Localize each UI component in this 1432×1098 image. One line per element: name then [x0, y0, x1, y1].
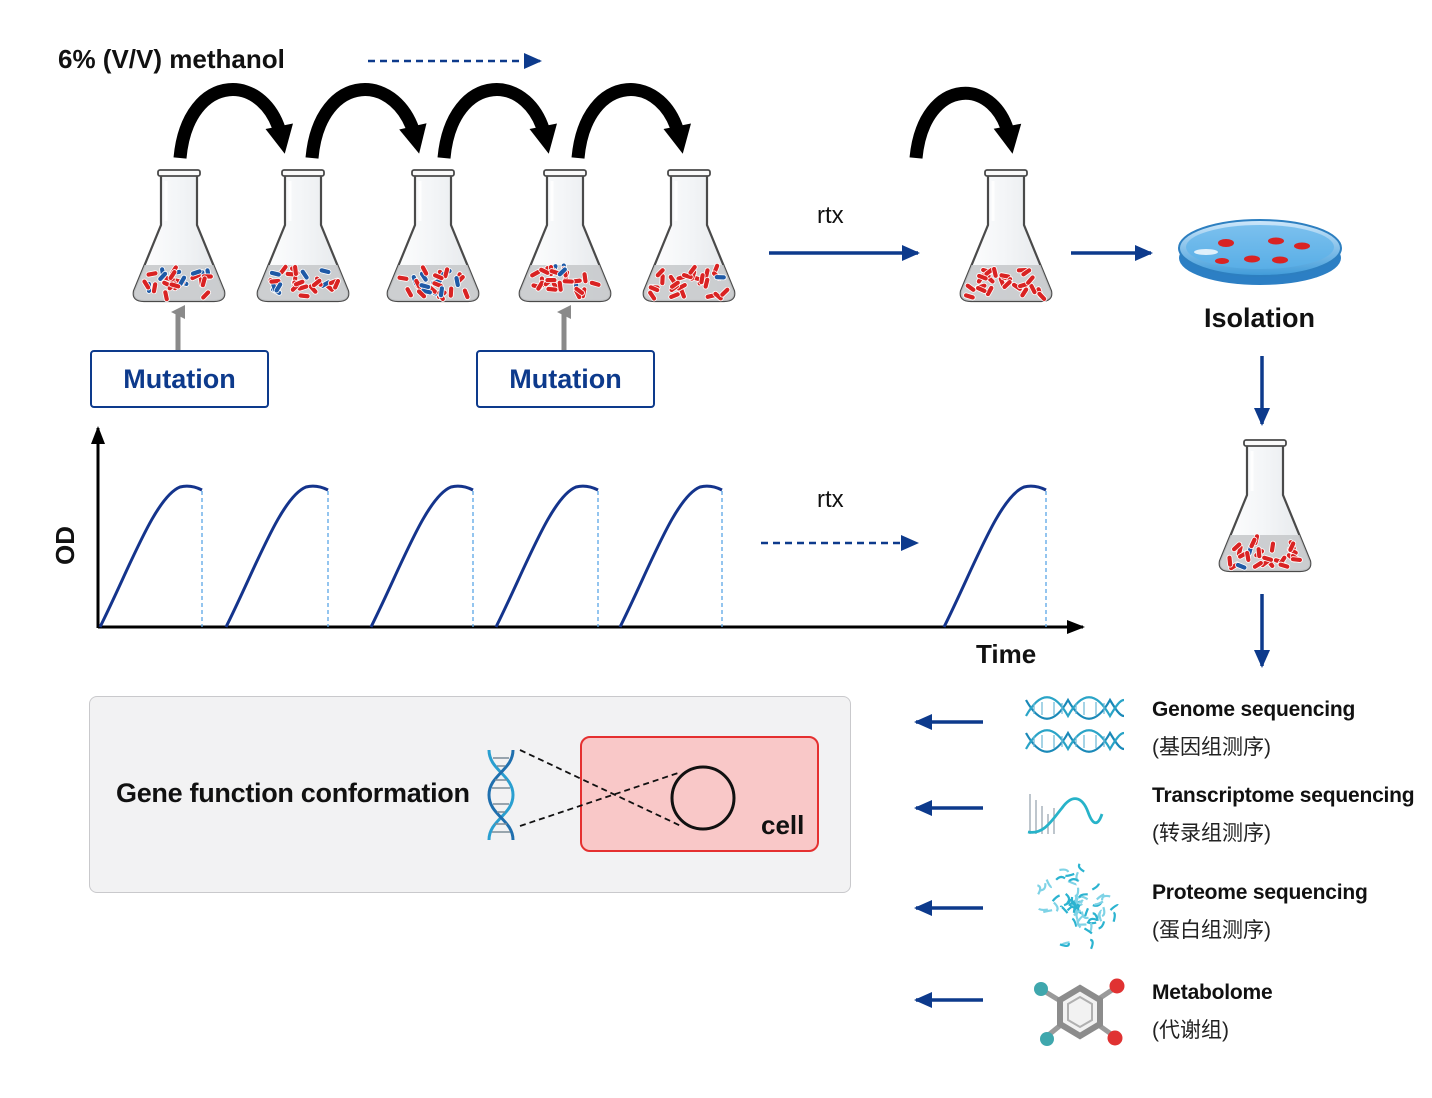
omics-subtitle-metabolome: (代谢组) — [1152, 1019, 1229, 1042]
omics-subtitle-transcriptome: (转录组测序) — [1152, 822, 1271, 845]
omics-arrows — [914, 714, 983, 1008]
transfer-arc-5 — [909, 86, 1022, 159]
omics-subtitle-genome: (基因组测序) — [1152, 736, 1271, 759]
growth-curves — [98, 484, 1047, 628]
omics-subtitle-proteome: (蛋白组测序) — [1152, 919, 1271, 942]
methanol-label: 6% (V/V) methanol — [58, 44, 285, 74]
gene-function-title: Gene function conformation — [116, 778, 470, 808]
molecule-icon — [1034, 978, 1125, 1046]
flask-4 — [518, 169, 612, 303]
rtx-label-top: rtx — [817, 202, 844, 229]
flask-3 — [386, 169, 480, 303]
cell-label: cell — [761, 810, 805, 840]
flask-6 — [959, 169, 1053, 303]
flask-7 — [1218, 439, 1312, 573]
mutation-box-2: Mutation — [476, 350, 655, 408]
omics-title-metabolome: Metabolome — [1152, 981, 1273, 1004]
omics-title-transcriptome: Transcriptome sequencing — [1152, 784, 1415, 807]
growth-curve-2 — [224, 484, 329, 628]
transfer-arc-1 — [173, 83, 293, 159]
mutation-box-1: Mutation — [90, 350, 269, 408]
petri-dish-icon — [1178, 219, 1342, 285]
growth-curve-1 — [98, 484, 203, 628]
transfer-arc-4 — [571, 83, 691, 159]
isolation-label: Isolation — [1204, 303, 1316, 333]
growth-curve-5 — [618, 484, 723, 628]
growth-curve-4 — [494, 484, 599, 628]
rtx-label-plot: rtx — [817, 486, 844, 513]
mutation-label: Mutation — [509, 363, 622, 394]
omics-title-proteome: Proteome sequencing — [1152, 881, 1368, 904]
flask-group — [132, 169, 1312, 573]
transfer-arcs — [173, 83, 1022, 159]
growth-curve-6 — [942, 484, 1047, 628]
flask-1 — [132, 169, 226, 303]
transfer-arc-3 — [437, 83, 557, 159]
transcript-wave-icon — [1027, 794, 1104, 834]
transfer-arc-2 — [305, 83, 427, 159]
od-axis-label: OD — [50, 526, 80, 565]
time-axis-label: Time — [976, 639, 1037, 669]
omics-title-genome: Genome sequencing — [1152, 698, 1356, 721]
protein-structure-icon — [1037, 863, 1119, 950]
flask-2 — [256, 169, 350, 303]
mutation-label: Mutation — [123, 363, 236, 394]
flask-5 — [642, 169, 736, 303]
growth-curve-3 — [369, 484, 474, 628]
dna-helix-icon — [1025, 696, 1125, 753]
